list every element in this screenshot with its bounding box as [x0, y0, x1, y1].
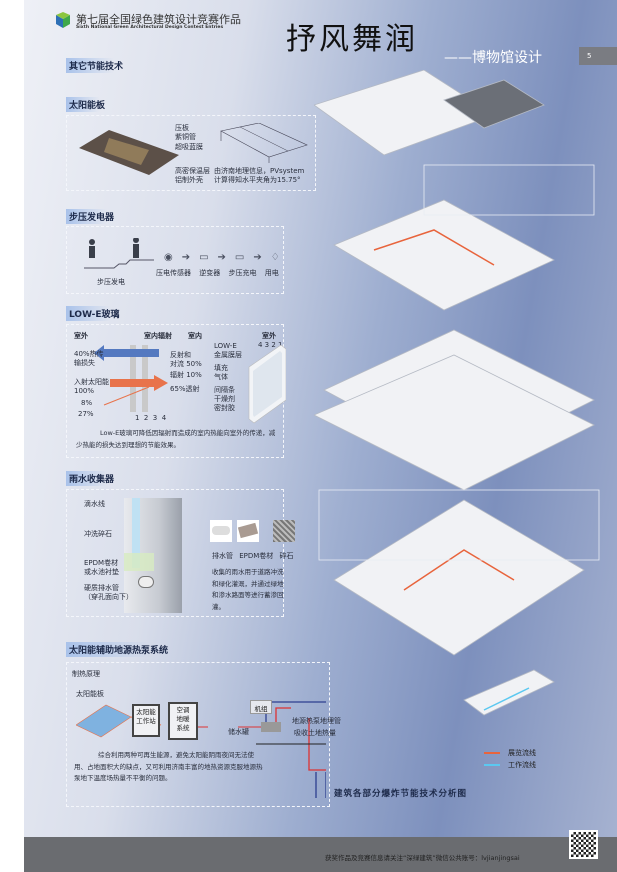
lowe-indoor-radiation: 室内辐射: [144, 332, 172, 340]
lowe-incident: 入射太阳能 100%: [74, 378, 109, 396]
solar-station-box: 太阳能 工作站: [132, 704, 160, 737]
step-flow: 压电传感器 逆变器 步压充电 用电: [156, 269, 279, 278]
section-heading-solar: 太阳能板: [66, 97, 109, 112]
lowe-desiccant: 干燥剂: [214, 395, 235, 403]
lowe-reflect: 反射和 对流 50%: [170, 351, 202, 369]
gravel-image: [273, 520, 295, 542]
label-insulation: 高密保温层: [175, 167, 210, 175]
section-heading-step: 步压发电器: [66, 209, 118, 224]
solar-note-2: 计算得知水平夹角为15.75°: [214, 176, 301, 185]
legend-item-exhibition: 展览流线: [484, 748, 536, 758]
page-subtitle: ——博物馆设计: [444, 50, 542, 66]
lowe-outdoor-2: 室外: [262, 332, 276, 340]
material-epdm: EPDM卷材: [239, 552, 274, 560]
lowe-gas: 填充 气体: [214, 364, 228, 382]
heatpump-subheading: 制热原理: [72, 670, 100, 678]
ground-heat-label: 吸收土地热量: [294, 729, 336, 737]
step-generator-box: [66, 226, 284, 294]
step-sensor: 压电传感器: [156, 269, 191, 277]
lowe-metal-layer: LOW-E 金属膜层: [214, 342, 242, 360]
competition-title-en: Sixth National Green Architectural Desig…: [76, 25, 224, 30]
label-aluminum-shell: 铝制外壳: [175, 176, 203, 185]
solar-note-1: 由济南地理信息，PVsystem: [214, 167, 305, 175]
lowe-radiation: 辐射 10%: [170, 371, 202, 379]
step-charge: 步压充电: [228, 269, 257, 277]
rain-label-pipe: 硬质排水管 （穿孔面向下）: [84, 584, 133, 602]
exploded-building-diagram: [313, 69, 604, 750]
walking-figures-icon: [84, 237, 154, 274]
legend-item-work: 工作流线: [484, 760, 536, 770]
section-heading-main: 其它节能技术: [66, 58, 127, 73]
legend: 展览流线 工作流线: [484, 748, 536, 770]
qr-code: [569, 830, 598, 859]
section-heading-heatpump: 太阳能辅助地源热泵系统: [66, 642, 172, 657]
rain-description: 收集的雨水用于道路冲洗和绿化灌溉，并通过绿地和渗水路面等进行蓄渗回灌。: [212, 568, 284, 612]
rain-label-epdm: EPDM卷材 或水池衬垫: [84, 559, 119, 577]
solar-panel-image: [79, 130, 179, 184]
label-absorb-film: 超吸蓝膜: [175, 142, 203, 151]
lowe-27pct: 27%: [78, 410, 94, 418]
heatpump-description: 综合利用两种可再生能源，避免太阳能阴雨夜间无法使用、占地面积大的缺点，又可利用济…: [74, 751, 263, 783]
step-use: 用电: [264, 269, 279, 277]
lowe-description: Low-E玻璃可降低因辐射而造成的室内热能向室外的传递，减少热能的损失达到理想的…: [76, 429, 276, 449]
lowe-loss: 40%热传 输损失: [74, 350, 104, 368]
heatpump-box: [66, 662, 330, 807]
material-gravel: 碎石: [279, 552, 294, 560]
material-pipe: 排水管: [212, 552, 233, 560]
lowe-8pct: 8%: [81, 399, 93, 407]
drain-pipe-image: [210, 520, 232, 542]
lowe-axis: 1 2 3 4: [135, 414, 167, 422]
unit-box: 机组: [250, 700, 272, 714]
label-press-plate: 压板: [175, 124, 189, 132]
heatpump-solar-label: 太阳能板: [76, 690, 104, 698]
step-inverter: 逆变器: [199, 269, 221, 277]
lowe-layer-numbers: 4 3 2 1: [258, 341, 283, 349]
label-copper-tube: 紫铜管: [175, 133, 196, 142]
tank-label: 储水罐: [228, 728, 249, 736]
ground-pipe-label: 地源热泵地埋管: [292, 717, 341, 725]
solar-frame-sketch: [219, 122, 309, 167]
ac-system-box: 空调 地暖 系统: [168, 702, 198, 740]
section-heading-lowe: LOW-E玻璃: [66, 306, 123, 321]
solar-panel-box: [66, 115, 316, 191]
rain-label-gravel: 冲洗碎石: [84, 530, 112, 538]
lowe-spacer: 间隔条: [214, 386, 235, 394]
competition-logo: [54, 12, 72, 30]
section-heading-rain: 雨水收集器: [66, 471, 118, 486]
step-flow-icons: ◉➔▭➔▭➔♢: [164, 252, 289, 263]
lowe-transmit: 65%透射: [170, 385, 200, 393]
lowe-heat-diagram: [74, 345, 184, 419]
poster: 第七届全国绿色建筑设计竞赛作品 Sixth National Green Arc…: [24, 0, 617, 872]
footer-text: 获奖作品及竞赛信息请关注“深绿建筑”微信公共账号：lvjianjingsai: [325, 854, 520, 862]
glass-window-image: [246, 344, 287, 429]
page-title: 抒风舞润: [286, 22, 418, 57]
lowe-indoor: 室内: [188, 332, 202, 340]
rain-label-drip: 滴水线: [84, 500, 105, 508]
lowe-outdoor: 室外: [74, 332, 88, 340]
epdm-roll-image: [237, 520, 259, 542]
footer: 获奖作品及竞赛信息请关注“深绿建筑”微信公共账号：lvjianjingsai: [24, 837, 617, 872]
rain-collector-image: [124, 498, 182, 613]
step-walk-label: 步压发电: [97, 278, 125, 286]
competition-title-cn: 第七届全国绿色建筑设计竞赛作品: [76, 13, 241, 26]
page-number: 5: [579, 47, 617, 65]
lowe-sealant: 密封胶: [214, 404, 235, 412]
diagram-caption: 建筑各部分爆炸节能技术分析图: [334, 789, 468, 799]
rain-box: [66, 489, 284, 617]
